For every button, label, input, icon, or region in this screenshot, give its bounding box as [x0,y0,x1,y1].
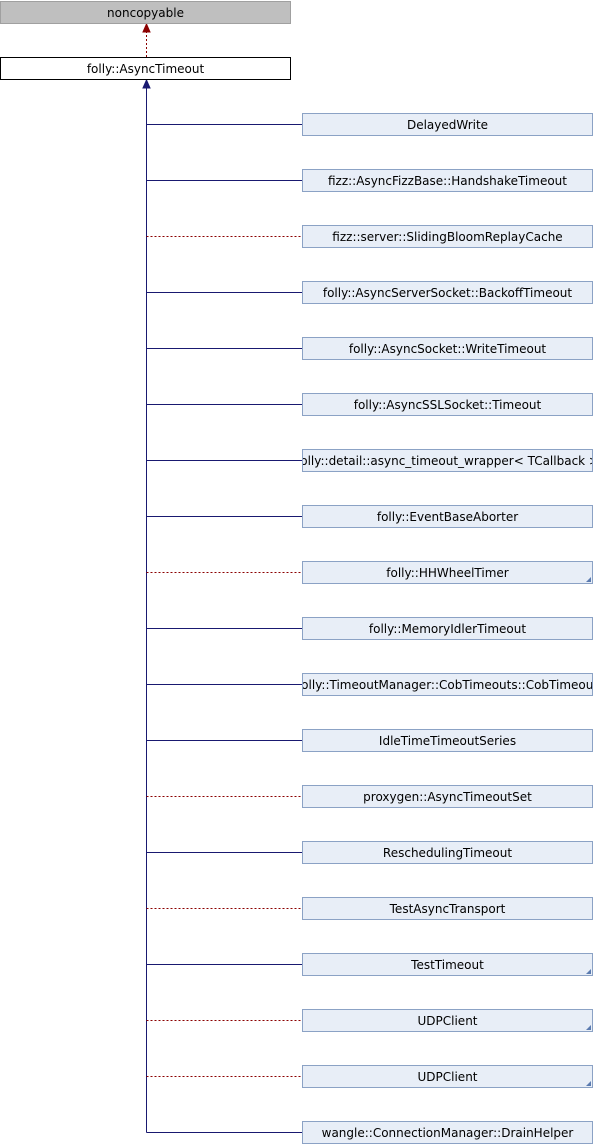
more-subclasses-indicator [586,1081,591,1086]
base-class-noncopyable[interactable]: noncopyable [0,1,291,24]
derived-class-box[interactable]: UDPClient [302,1009,593,1032]
derived-class-box[interactable]: proxygen::AsyncTimeoutSet [302,785,593,808]
derived-class-box[interactable]: folly::AsyncSocket::WriteTimeout [302,337,593,360]
derived-class-box[interactable]: folly::TimeoutManager::CobTimeouts::CobT… [302,673,593,696]
derived-class-box[interactable]: folly::AsyncServerSocket::BackoffTimeout [302,281,593,304]
derived-class-box[interactable]: fizz::AsyncFizzBase::HandshakeTimeout [302,169,593,192]
more-subclasses-indicator [586,969,591,974]
derived-class-box[interactable]: folly::HHWheelTimer [302,561,593,584]
derived-class-box[interactable]: folly::AsyncSSLSocket::Timeout [302,393,593,416]
derived-class-box[interactable]: ReschedulingTimeout [302,841,593,864]
derived-class-box[interactable]: folly::detail::async_timeout_wrapper< TC… [302,449,593,472]
more-subclasses-indicator [586,1025,591,1030]
derived-class-box[interactable]: fizz::server::SlidingBloomReplayCache [302,225,593,248]
derived-class-box[interactable]: DelayedWrite [302,113,593,136]
derived-class-box[interactable]: TestTimeout [302,953,593,976]
derived-class-box[interactable]: UDPClient [302,1065,593,1088]
derived-class-box[interactable]: IdleTimeTimeoutSeries [302,729,593,752]
root-class-asynctimeout[interactable]: folly::AsyncTimeout [0,57,291,80]
arrow-to-root [142,78,151,89]
derived-class-box[interactable]: wangle::ConnectionManager::DrainHelper [302,1121,593,1144]
inheritance-edges [142,22,302,1133]
arrow-to-base [142,22,151,33]
derived-class-box[interactable]: TestAsyncTransport [302,897,593,920]
derived-class-box[interactable]: folly::EventBaseAborter [302,505,593,528]
more-subclasses-indicator [586,577,591,582]
derived-class-box[interactable]: folly::MemoryIdlerTimeout [302,617,593,640]
